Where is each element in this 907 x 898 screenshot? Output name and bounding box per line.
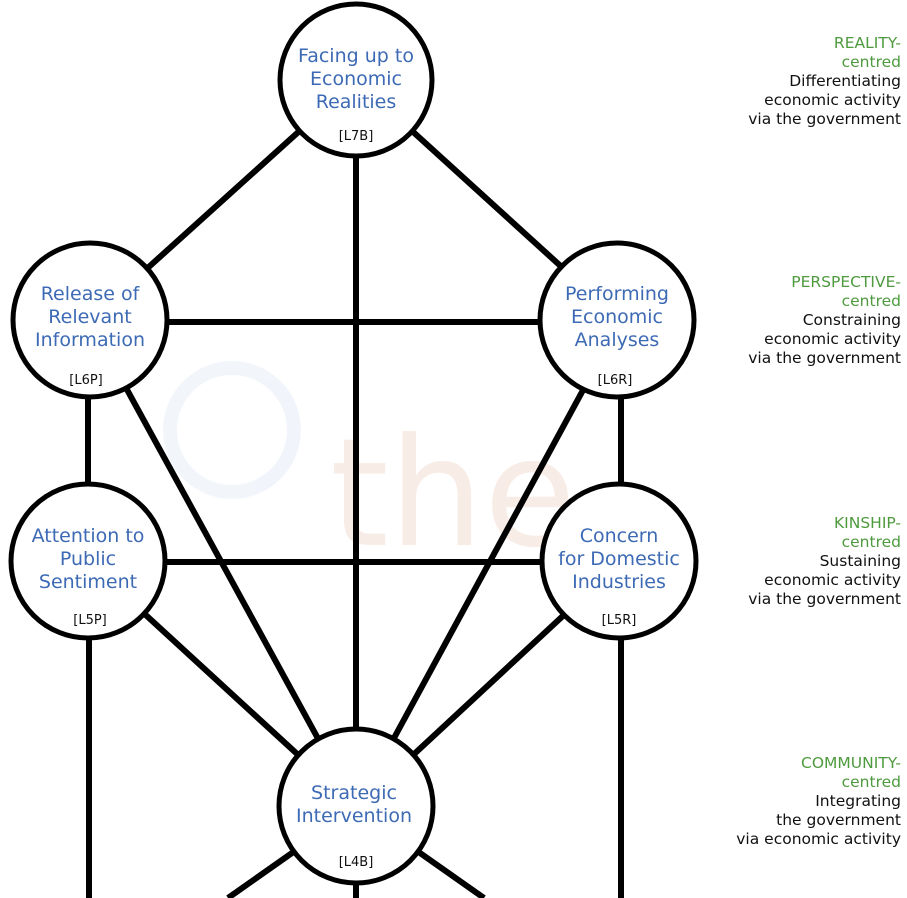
node-circle — [8, 481, 168, 641]
side-note-reality: REALITY- centred Differentiating economi… — [748, 34, 901, 129]
side-note-body: economic activity — [764, 330, 901, 348]
node-code: [L5P] — [73, 613, 107, 628]
node-title-line: Intervention — [296, 805, 412, 827]
node-title-line: Attention to — [32, 525, 145, 547]
node-title-line: Strategic — [311, 782, 397, 804]
side-note-body: economic activity — [764, 571, 901, 589]
side-note-body: Differentiating — [789, 72, 901, 90]
side-note-head: REALITY- — [833, 34, 901, 52]
node-code: [L6R] — [598, 373, 633, 388]
side-note-body: Sustaining — [819, 552, 901, 570]
node-l7b: Facing up to Economic Realities [L7B] — [277, 1, 435, 159]
side-note-body: economic activity — [764, 91, 901, 109]
node-code: [L6P] — [69, 373, 103, 388]
side-note-kinship: KINSHIP- centred Sustaining economic act… — [748, 514, 901, 609]
node-title-line: Realities — [316, 91, 397, 113]
side-note-perspective: PERSPECTIVE- centred Constraining econom… — [748, 273, 901, 368]
watermark-text: the — [330, 407, 576, 581]
watermark: the — [163, 361, 576, 581]
node-title-line: Facing up to — [298, 45, 414, 67]
node-title-line: Performing — [565, 283, 669, 305]
node-l6p: Release of Relevant Information [L6P] — [10, 240, 170, 400]
watermark-head-icon — [163, 361, 301, 499]
node-code: [L5R] — [602, 613, 637, 628]
node-circle — [277, 1, 435, 159]
node-circle — [276, 726, 436, 886]
side-note-body: Integrating — [815, 792, 901, 810]
node-circle — [10, 240, 170, 400]
side-note-head: centred — [841, 773, 901, 791]
node-title-line: Public — [60, 548, 116, 570]
side-note-head: KINSHIP- — [834, 514, 901, 532]
side-note-head: PERSPECTIVE- — [791, 273, 901, 291]
node-code: [L4B] — [339, 855, 374, 870]
side-note-body: via economic activity — [736, 830, 901, 848]
node-l5r: Concern for Domestic Industries [L5R] — [539, 481, 699, 641]
side-note-body: via the government — [748, 590, 901, 608]
node-title-line: Relevant — [48, 306, 131, 328]
side-note-body: the government — [776, 811, 901, 829]
node-title-line: Industries — [572, 571, 666, 593]
node-code: [L7B] — [339, 129, 374, 144]
node-title-line: Sentiment — [39, 571, 137, 593]
side-note-body: via the government — [748, 110, 901, 128]
node-title-line: for Domestic — [558, 548, 680, 570]
side-note-head: centred — [841, 53, 901, 71]
side-note-body: via the government — [748, 349, 901, 367]
node-title-line: Analyses — [575, 329, 660, 351]
side-note-community: COMMUNITY- centred Integrating the gover… — [736, 754, 901, 849]
node-circle — [539, 481, 699, 641]
node-title-line: Release of — [41, 283, 141, 305]
node-title-line: Economic — [310, 68, 402, 90]
node-title-line: Concern — [580, 525, 659, 547]
node-title-line: Information — [35, 329, 145, 351]
node-l5p: Attention to Public Sentiment [L5P] — [8, 481, 168, 641]
node-l6r: Performing Economic Analyses [L6R] — [537, 240, 697, 400]
node-circle — [537, 240, 697, 400]
side-note-head: centred — [841, 533, 901, 551]
node-l4b: Strategic Intervention [L4B] — [276, 726, 436, 886]
side-note-body: Constraining — [802, 311, 901, 329]
node-title-line: Economic — [571, 306, 663, 328]
side-note-head: centred — [841, 292, 901, 310]
side-note-head: COMMUNITY- — [801, 754, 901, 772]
